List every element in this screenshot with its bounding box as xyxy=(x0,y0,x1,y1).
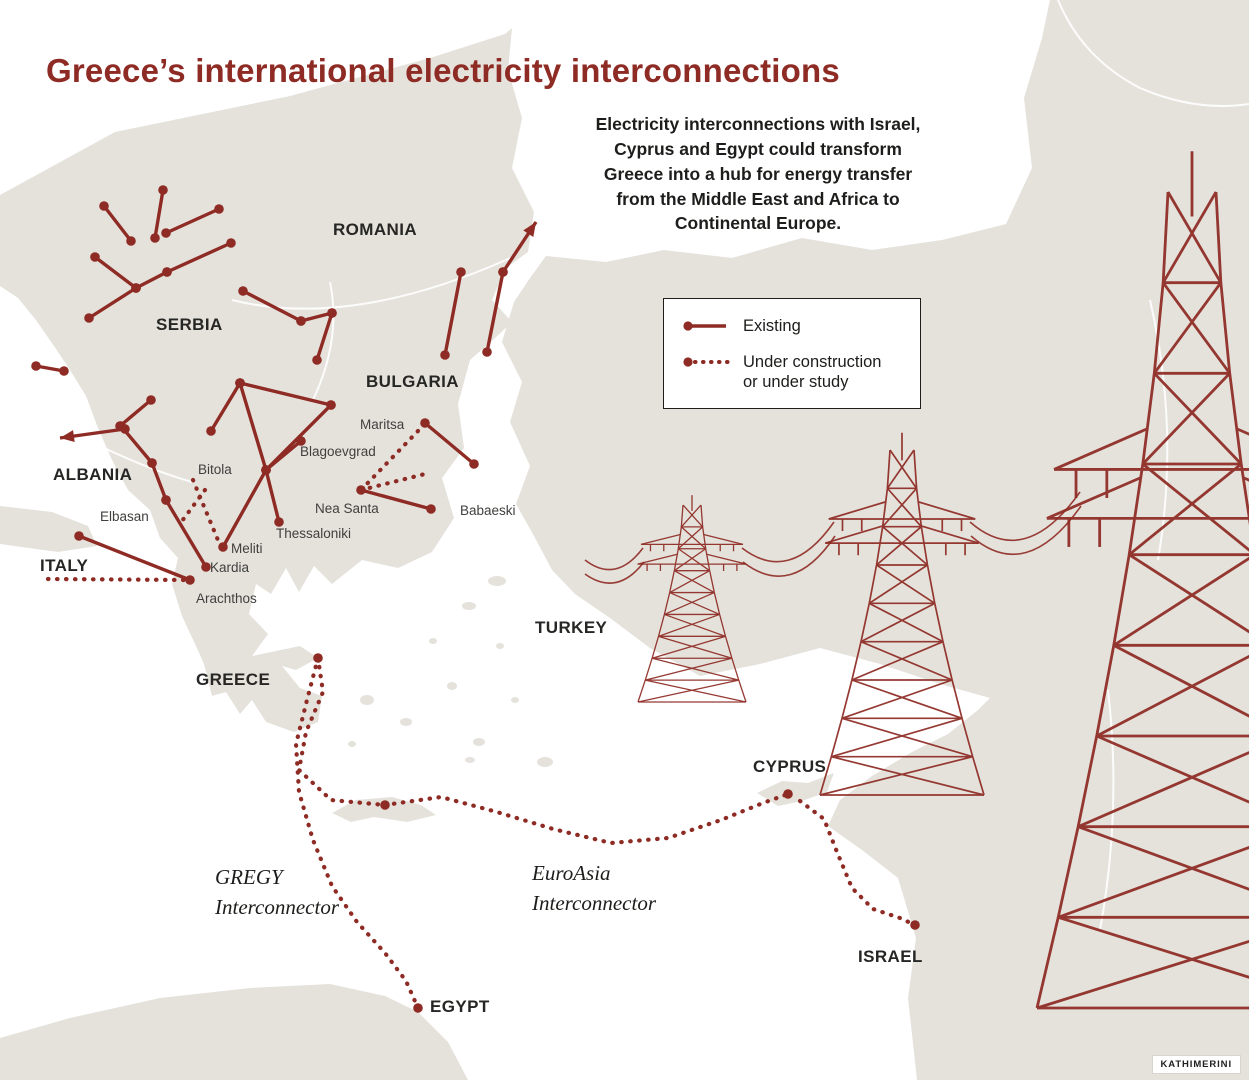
legend-planned-label: Under construction or under study xyxy=(743,352,882,392)
legend-row-planned: Under construction or under study xyxy=(682,352,906,393)
aegean-islands xyxy=(348,576,553,767)
landmass-balkans xyxy=(0,28,534,732)
legend-row-existing: Existing xyxy=(682,316,906,337)
source-credit: KATHIMERINI xyxy=(1151,1055,1241,1074)
legend-existing-label: Existing xyxy=(743,317,801,335)
interconnection-lines-layer xyxy=(31,185,920,1013)
transmission-towers-illustration xyxy=(584,151,1249,1010)
dotted-line-icon xyxy=(683,357,730,367)
existing-line-icon xyxy=(683,321,726,331)
landmass-north-africa xyxy=(0,984,468,1080)
intro-annotation: Electricity interconnections with Israel… xyxy=(595,114,921,234)
page-title: Greece’s international electricity inter… xyxy=(46,52,840,89)
legend-box: Existing Under construction or under stu… xyxy=(663,298,921,409)
landmass-italy-heel xyxy=(0,506,97,552)
landmass-anatolia-mideast xyxy=(502,0,1249,1080)
